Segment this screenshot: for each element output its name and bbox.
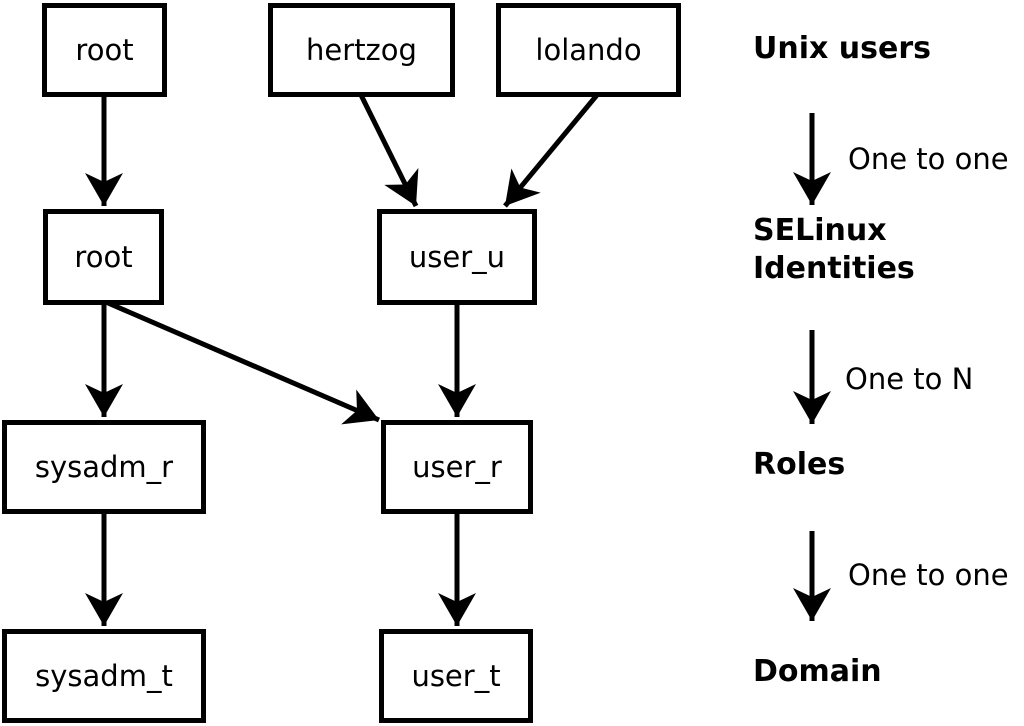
node-unix-lolando: lolando: [496, 3, 681, 97]
legend-unix-users-label: Unix users: [753, 31, 932, 66]
node-unix-hertzog: hertzog: [268, 3, 455, 97]
node-domain-user-t: user_t: [379, 629, 533, 723]
node-label: sysadm_t: [35, 658, 173, 693]
edge-hertzog-to-useru-arrow: [358, 93, 419, 208]
legend-one-to-n-label: One to N: [845, 362, 974, 396]
node-role-user-r: user_r: [381, 420, 533, 514]
node-label: user_t: [411, 658, 501, 693]
node-domain-sysadm-t: sysadm_t: [2, 629, 206, 723]
node-label: hertzog: [306, 32, 417, 67]
node-label: lolando: [535, 32, 642, 67]
node-label: sysadm_r: [34, 449, 174, 484]
edge-root-to-userr-arrow: [107, 300, 380, 425]
node-label: user_u: [408, 239, 506, 274]
legend-one-to-one-label-2: One to one: [848, 558, 1009, 592]
edge-lolando-to-useru-arrow: [503, 93, 599, 208]
node-selinux-root: root: [43, 209, 164, 305]
node-role-sysadm-r: sysadm_r: [2, 420, 206, 514]
node-label: root: [74, 239, 133, 274]
node-label: user_r: [412, 449, 502, 484]
legend-selinux-identities-label: SELinux Identities: [753, 213, 915, 286]
legend-roles-label: Roles: [753, 447, 846, 482]
node-selinux-user-u: user_u: [377, 209, 537, 305]
legend-domain-label: Domain: [753, 654, 882, 689]
legend-one-to-one-label: One to one: [848, 142, 1009, 176]
node-label: root: [75, 32, 134, 67]
node-unix-root: root: [42, 3, 167, 97]
